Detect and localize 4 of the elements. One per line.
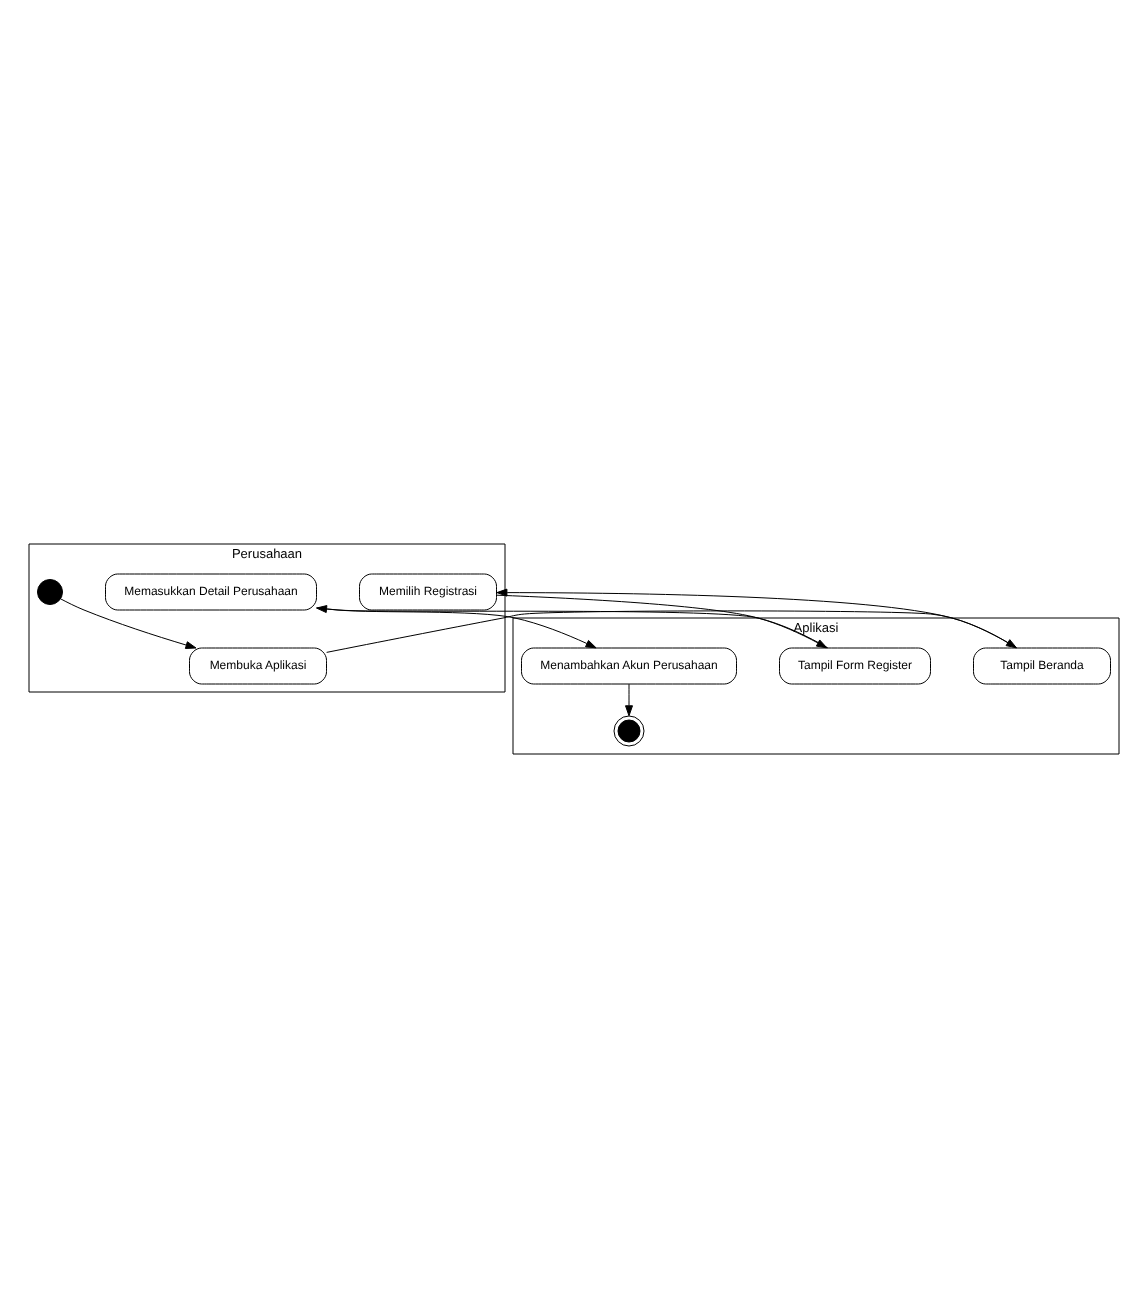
arrow [60, 597, 197, 648]
arrow [316, 606, 597, 648]
node-circle [37, 578, 63, 604]
arrow [625, 682, 633, 716]
